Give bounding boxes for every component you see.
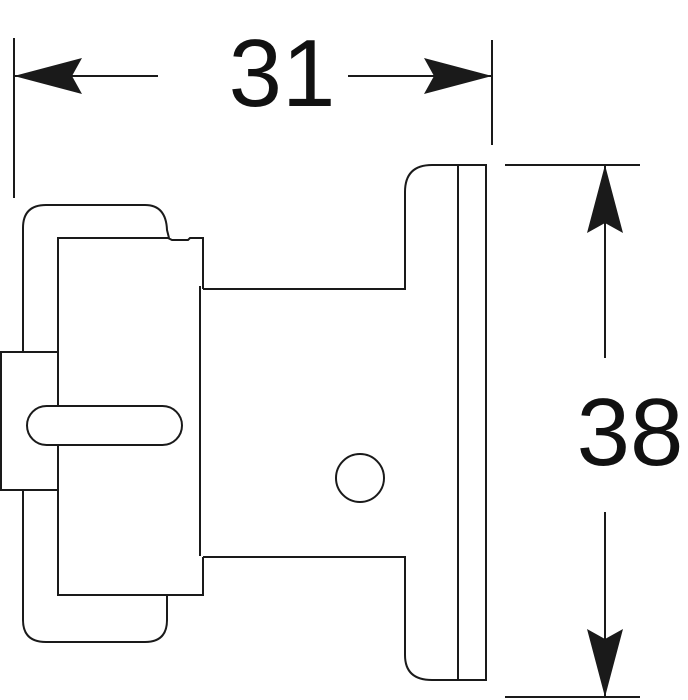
- arrow-left-icon: [14, 58, 82, 94]
- buckle-frame-top: [22, 204, 170, 352]
- arrow-up-icon: [587, 165, 623, 233]
- arrow-down-icon: [587, 629, 623, 697]
- mount-hole: [335, 453, 385, 503]
- width-dimension-label: 31: [229, 20, 336, 127]
- mount-body: [203, 164, 487, 681]
- slot: [26, 405, 183, 446]
- buckle-inner-body-lower: [57, 490, 204, 596]
- buckle-inner-body: [57, 237, 204, 352]
- arrow-right-icon: [424, 58, 492, 94]
- height-dimension-label: 38: [577, 379, 684, 486]
- buckle-frame-bottom: [22, 490, 168, 643]
